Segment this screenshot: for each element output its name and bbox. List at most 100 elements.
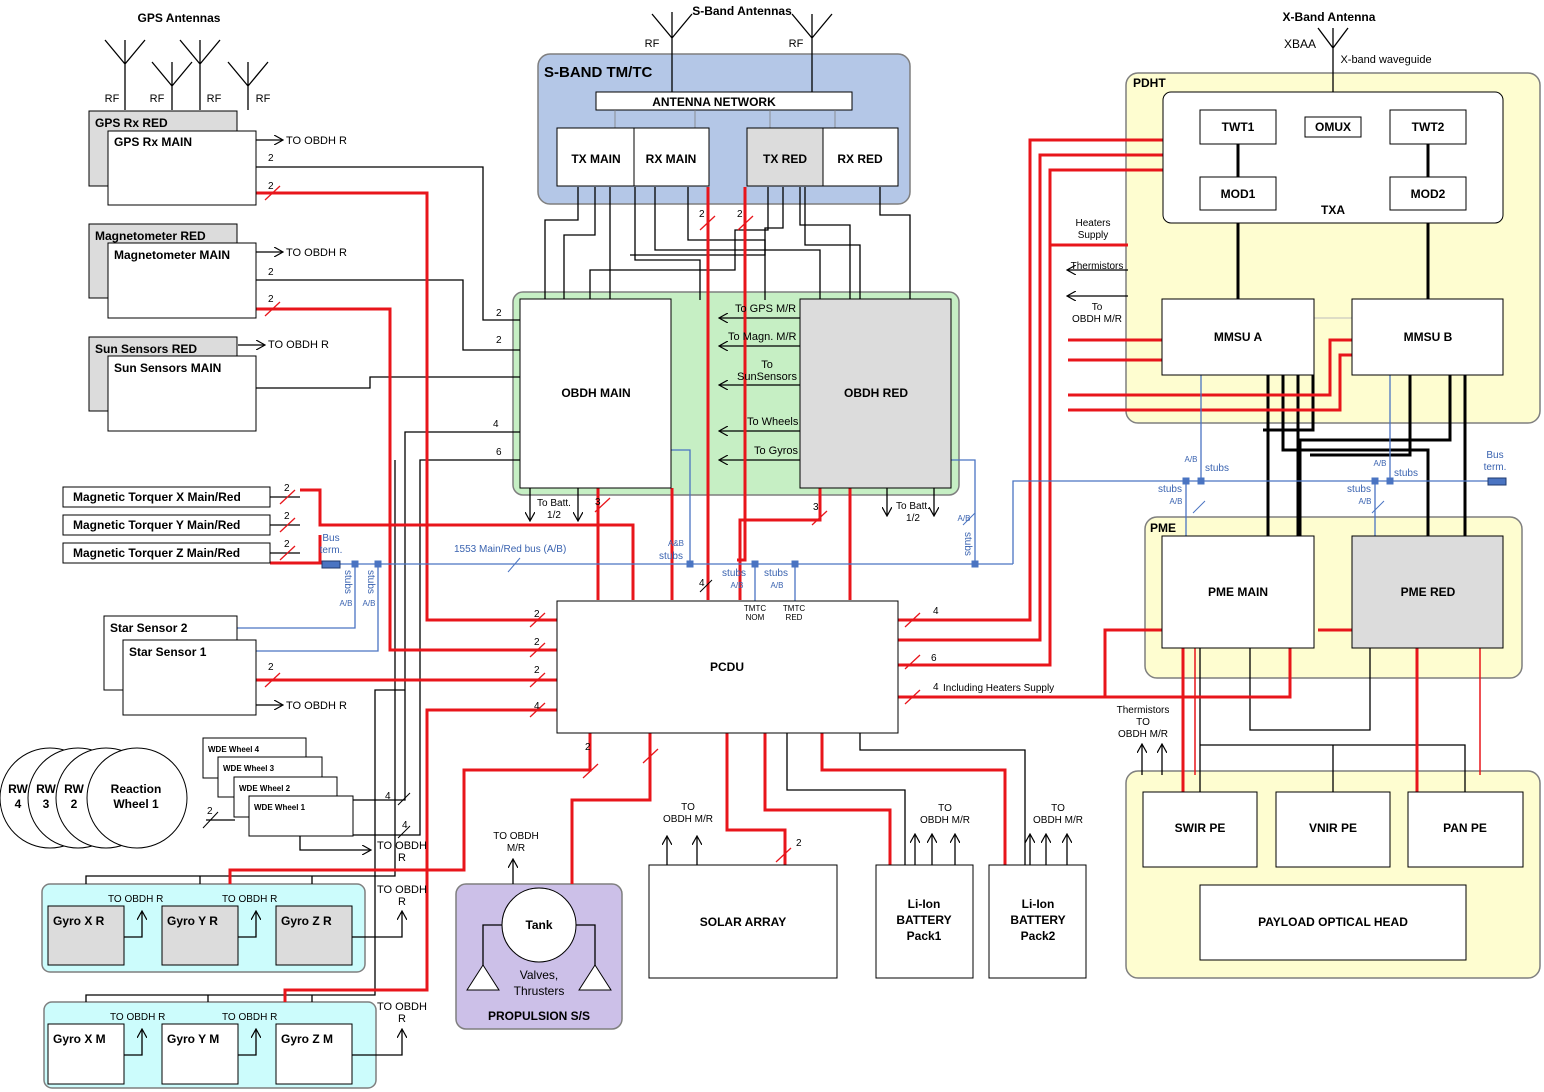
mmsu-a-label: MMSU A: [1214, 330, 1263, 344]
heaters-label: Heaters: [1075, 218, 1110, 229]
rf-label: RF: [150, 93, 165, 105]
rw-4-label: RW: [8, 782, 28, 796]
prop-pipe-left: [482, 924, 505, 970]
tx-main-label: TX MAIN: [571, 152, 620, 166]
twt1-label: TWT1: [1222, 120, 1255, 134]
to-label: To: [1092, 302, 1103, 313]
swir-label: SWIR PE: [1175, 821, 1226, 835]
to-batt-label: To Batt.: [537, 498, 571, 509]
pdht-label: PDHT: [1133, 76, 1166, 90]
torquer-y-box: [62, 514, 271, 536]
twt1-box: [1199, 109, 1277, 145]
stubs-label: stubs: [1394, 468, 1418, 479]
mod1-label: MOD1: [1221, 187, 1256, 201]
wde-1-box: [248, 795, 354, 837]
to-obdh-label: TO OBDH: [377, 840, 427, 852]
pan-label: PAN PE: [1443, 821, 1487, 835]
count-label: 2: [268, 662, 274, 673]
twt2-box: [1389, 109, 1467, 145]
torquer-x-label: Magnetic Torquer X Main/Red: [73, 490, 241, 504]
count-label: 3: [595, 497, 601, 508]
bus-name-label: 1553 Main/Red bus (A/B): [454, 544, 566, 555]
stubs-label: stubs: [1347, 484, 1371, 495]
wde-2-label: WDE Wheel 2: [239, 784, 291, 793]
count-label: 4: [699, 578, 705, 589]
to-sun-label-2: SunSensors: [737, 371, 797, 383]
xband-waveguide-label: X-band waveguide: [1340, 54, 1431, 66]
rw-2-label: RW: [64, 782, 84, 796]
tank-circle: [501, 887, 577, 963]
pdht-power-links: [1236, 210, 1467, 536]
obdh-main-box: [519, 298, 672, 489]
obdh-mr-label: OBDH M/R: [663, 814, 713, 825]
payload-optical-head-box: [1199, 884, 1467, 961]
obdh-main-label: OBDH MAIN: [561, 386, 630, 400]
count-label: 6: [931, 653, 937, 664]
antenna-network-label: ANTENNA NETWORK: [652, 95, 776, 109]
count-label: 2: [268, 267, 274, 278]
gps-rx-main-box: [107, 130, 257, 206]
battery-2-box: [988, 864, 1087, 979]
rx-red-box: [822, 127, 899, 187]
stubs-label: stubs: [1158, 484, 1182, 495]
ab-label: A/B: [771, 581, 784, 590]
ab-label: A/B: [1185, 455, 1198, 464]
battery-2-label-2: BATTERY: [1010, 913, 1065, 927]
bus-term-label: Bus: [322, 533, 339, 544]
gyro-ym-label: Gyro Y M: [167, 1032, 219, 1046]
to-obdh-r-label: TO OBDH R: [286, 135, 347, 147]
thermistors-label: Thermistors: [1117, 705, 1170, 716]
stubs-label: stubs: [1205, 463, 1229, 474]
prop-pipe-right: [573, 924, 596, 970]
rw-3-num: 3: [43, 797, 50, 811]
text-layer: GPS Antennas S-Band Antennas X-Band Ante…: [8, 4, 1506, 1046]
count-label: 2: [585, 742, 591, 753]
gps-rx-red-label: GPS Rx RED: [95, 116, 168, 130]
battery-1-label-2: BATTERY: [896, 913, 951, 927]
rf-label: RF: [256, 93, 271, 105]
to-sun-label-1: To: [761, 359, 773, 371]
propulsion-label: PROPULSION S/S: [488, 1009, 590, 1023]
magnetometer-main-label: Magnetometer MAIN: [114, 248, 230, 262]
rw-1-label: Reaction: [111, 782, 162, 796]
torquer-z-label: Magnetic Torquer Z Main/Red: [73, 546, 240, 560]
gyro-yr-label: Gyro Y R: [167, 914, 218, 928]
vnir-label: VNIR PE: [1309, 821, 1357, 835]
pme-red-box: [1351, 535, 1504, 649]
ab-label: A/B: [1374, 459, 1387, 468]
count-label: 2: [534, 609, 540, 620]
gps-antennas-label: GPS Antennas: [138, 11, 221, 25]
sun-sensors-main-box: [107, 355, 257, 432]
wde-3-label: WDE Wheel 3: [223, 764, 275, 773]
omux-label: OMUX: [1315, 120, 1351, 134]
gyro-ym-box: [161, 1023, 239, 1085]
tmtc-nom-label: TMTC: [744, 604, 766, 613]
sun-main-label: Sun Sensors MAIN: [114, 361, 221, 375]
to-gyros-label: To Gyros: [754, 445, 799, 457]
rw-2-num: 2: [71, 797, 78, 811]
rx-main-box: [633, 127, 710, 187]
count-label: 2: [284, 511, 290, 522]
rw-3-label: RW: [36, 782, 56, 796]
rx-red-label: RX RED: [837, 152, 883, 166]
to-obdh-label: TO OBDH: [377, 1001, 427, 1013]
bus-stub-nodes: [351, 477, 1394, 568]
count-label: 4: [493, 419, 499, 430]
gyro-xm-box: [47, 1023, 125, 1085]
sband-antennas-label: S-Band Antennas: [692, 4, 792, 18]
wde-1-label: WDE Wheel 1: [254, 803, 306, 812]
count-label: 4: [534, 701, 540, 712]
mil-1553-bus: [237, 375, 1488, 652]
bus-terminator-left: [321, 560, 341, 569]
ab-label: A/B: [340, 599, 353, 608]
gyro-zm-label: Gyro Z M: [281, 1032, 333, 1046]
ab-label: A/B: [1170, 497, 1183, 506]
stubs-label: stubs: [659, 551, 683, 562]
mmsu-b-label: MMSU B: [1404, 330, 1453, 344]
count-label: 2: [268, 294, 274, 305]
to-magn-label: To Magn. M/R: [728, 331, 797, 343]
twt2-label: TWT2: [1412, 120, 1445, 134]
tx-red-box: [746, 127, 824, 187]
to-obdh-r-label: TO OBDH R: [286, 700, 347, 712]
